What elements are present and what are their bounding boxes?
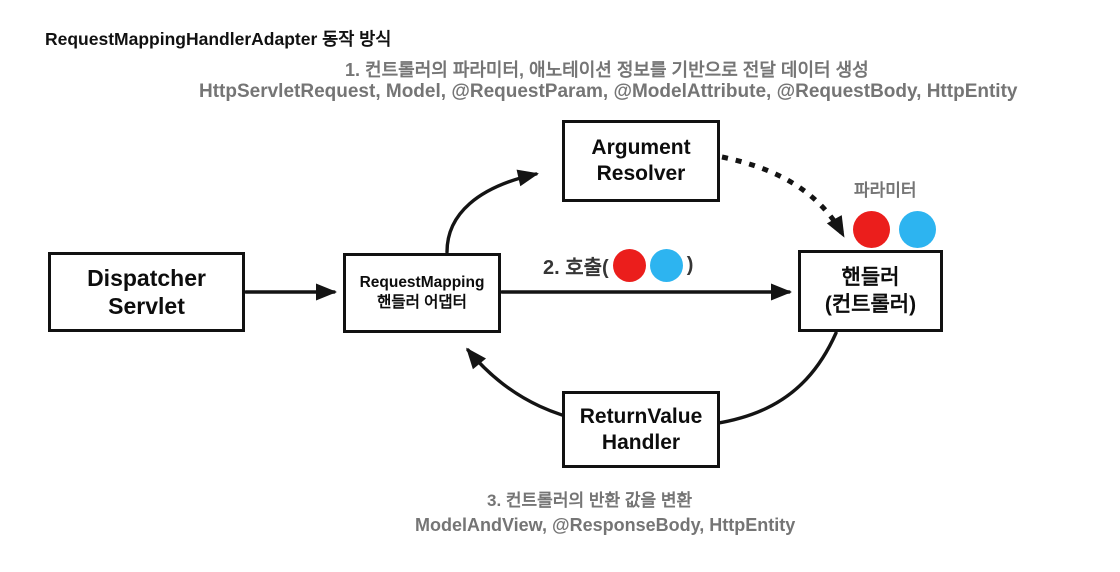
step2-call-label: 2. 호출( ) [543, 247, 693, 283]
blue-dot-icon [649, 248, 683, 282]
node-dispatcher-servlet: Dispatcher Servlet [48, 252, 245, 332]
step3-types-caption: ModelAndView, @ResponseBody, HttpEntity [415, 515, 796, 535]
step1-types-caption: HttpServletRequest, Model, @RequestParam… [199, 81, 1018, 102]
node-label-line1: RequestMapping [359, 274, 485, 291]
step2-call-suffix: ) [686, 253, 694, 276]
page-title: RequestMappingHandlerAdapter 동작 방식 [45, 29, 392, 49]
red-dot-icon [853, 211, 890, 248]
node-label-line2: Handler [601, 430, 681, 454]
step3-caption: 3. 컨트롤러의 반환 값을 변환 [487, 491, 693, 510]
node-argument-resolver: Argument Resolver [562, 120, 720, 202]
parameter-label: 파라미터 [854, 181, 917, 200]
blue-dot-icon [899, 211, 936, 248]
node-return-value-handler: ReturnValue Handler [562, 391, 720, 468]
step2-call-prefix: 2. 호출( [543, 256, 609, 279]
node-label-line1: ReturnValue [579, 404, 703, 428]
node-label-line1: Argument [591, 136, 691, 159]
node-label-line1: Dispatcher [87, 265, 206, 291]
node-label-line2: Resolver [596, 162, 686, 185]
arrow-adapter-to-argument-resolver [445, 169, 539, 254]
node-label-line1: 핸들러 [841, 266, 900, 289]
step1-caption: 1. 컨트롤러의 파라미터, 애노테이션 정보를 기반으로 전달 데이터 생성 [345, 60, 869, 80]
red-dot-icon [612, 248, 646, 282]
node-label-line2: Servlet [108, 293, 185, 319]
arrow-dotted-resolver-to-handler [721, 154, 846, 238]
node-handler-controller: 핸들러 (컨트롤러) [798, 250, 943, 332]
node-request-mapping-adapter: RequestMapping 핸들러 어댑터 [343, 253, 501, 333]
node-label-line2: 핸들러 어댑터 [377, 294, 467, 311]
node-label-line2: (컨트롤러) [824, 293, 917, 316]
